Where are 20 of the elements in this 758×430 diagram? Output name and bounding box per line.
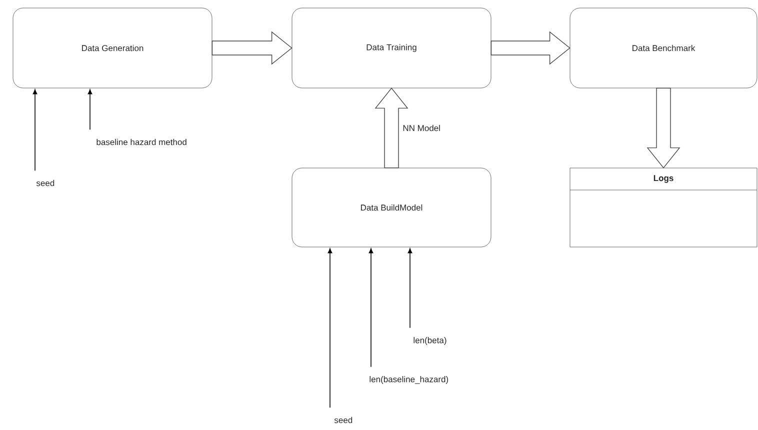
arrow: [408, 248, 412, 328]
block-arrow: [374, 88, 408, 168]
input-label: baseline hazard method: [96, 138, 186, 146]
arrow: [368, 248, 374, 368]
input-label: len(beta): [414, 337, 446, 345]
table-box: Logs: [570, 168, 758, 248]
input-label: seed: [334, 416, 352, 424]
process-box: Data BuildModel: [292, 168, 492, 248]
arrow: [328, 248, 332, 408]
arrow: [88, 89, 92, 130]
block-arrow: [646, 88, 680, 168]
block-arrow: [490, 31, 570, 65]
input-label: len(baseline_hazard): [370, 376, 448, 384]
process-box: Data Benchmark: [570, 8, 758, 88]
input-label: seed: [36, 180, 54, 186]
process-box: Data Training: [292, 8, 492, 88]
block-arrow: [212, 31, 292, 65]
edge-label: NN Model: [403, 124, 440, 132]
process-box: Data Generation: [12, 8, 212, 88]
arrow: [32, 89, 38, 172]
